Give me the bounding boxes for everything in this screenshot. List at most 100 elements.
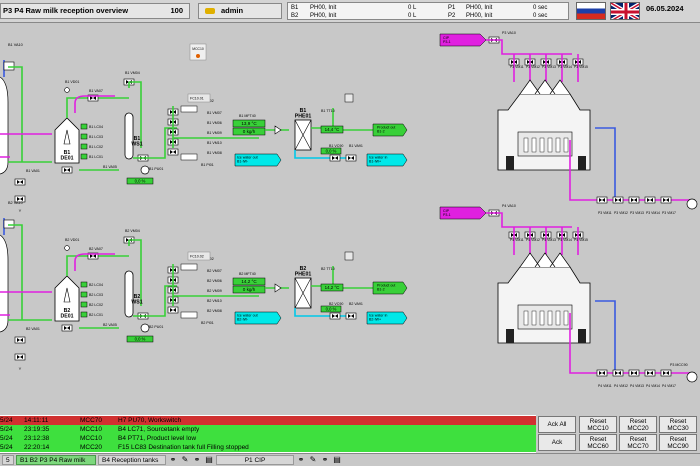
alarm-list[interactable]: 5/24 14:11:11 MCC70 H7 PU70, Workswitch … <box>0 415 536 453</box>
tab-cip[interactable]: P1 CIP <box>216 455 294 465</box>
valve-vc90-icon[interactable] <box>329 154 341 162</box>
truck-grille <box>563 137 569 153</box>
status-row-1: B1 PH00, Init 0 L P1 PH00, Init 0 sec <box>288 4 568 12</box>
status-table: B1 PH00, Init 0 L P1 PH00, Init 0 sec B2… <box>287 2 569 20</box>
level-indicator-icon <box>80 143 88 150</box>
value-temp2: 14,2 °C <box>325 285 340 290</box>
level-indicator-icon <box>80 311 88 318</box>
pump-icon <box>686 371 698 383</box>
tag-label: P4 VM11 <box>510 238 524 242</box>
link-icon[interactable]: ⚭ <box>169 455 177 464</box>
alarm-row[interactable]: 5/24 14:11:11 MCC70 H7 PU70, Workswitch <box>0 416 536 425</box>
link-icon[interactable]: ⚭ <box>297 455 305 464</box>
valve-va91-icon[interactable] <box>345 312 357 320</box>
valve-va01-icon[interactable] <box>14 336 26 344</box>
valve-outlet-icon[interactable] <box>612 369 624 377</box>
valve-va91-icon[interactable] <box>345 154 357 162</box>
alarm-row[interactable]: 5/24 23:19:35 MCC10 B4 LC71, Sourcetank … <box>0 425 536 434</box>
tag-label: B2 VA01 <box>26 327 40 331</box>
user-box[interactable]: admin <box>198 3 282 19</box>
pipe-green <box>8 66 23 162</box>
ice-water-in-flag <box>366 153 408 167</box>
pressure-gauge-icon <box>180 105 198 113</box>
pressure-gauge-icon <box>180 263 198 271</box>
status-pph: PH00, Init <box>466 5 493 11</box>
mcc-status-icon <box>196 54 200 58</box>
valve-outlet-icon[interactable] <box>628 369 640 377</box>
flag-uk-icon[interactable] <box>610 2 640 20</box>
ack-button[interactable]: Ack <box>538 434 576 451</box>
pipe-magenta <box>74 253 115 271</box>
status-vol: 0 L <box>408 13 417 19</box>
tag-label: P3 VM13 <box>630 211 644 215</box>
alarm-date: 5/24 <box>0 444 13 451</box>
pump-de01-icon[interactable] <box>61 166 73 174</box>
valve-outlet-icon[interactable] <box>596 196 608 204</box>
valve-outlet-icon[interactable] <box>660 196 672 204</box>
truck-grille <box>531 137 537 153</box>
alarm-row[interactable]: 5/24 23:12:38 MCC10 B4 PT71, Product lev… <box>0 434 536 443</box>
trend-icon[interactable]: ▤ <box>333 455 341 464</box>
reset-label: Reset <box>629 417 647 425</box>
direction-label: Y <box>19 208 22 213</box>
tab-reception-tanks[interactable]: B4 Reception tanks <box>98 455 166 465</box>
tag-label: P4 VM15 <box>574 238 588 242</box>
tab-label: P1 CIP <box>244 457 266 464</box>
direction-label: Y <box>19 366 22 371</box>
status-b: B2 <box>291 13 299 19</box>
screen-title: P3 P4 Raw milk reception overview <box>3 6 129 15</box>
tag-label: P4 VM12 <box>614 384 628 388</box>
status-sec: 0 sec <box>533 5 548 11</box>
mcc-label: P3 MCC90 <box>670 363 688 367</box>
tag-label: B1 LC01 <box>89 155 103 159</box>
valve-outlet-icon[interactable] <box>644 196 656 204</box>
valve-outlet-icon[interactable] <box>596 369 608 377</box>
valve-vc90-icon[interactable] <box>329 312 341 320</box>
tag-label: P3 VM11 <box>510 65 524 69</box>
tag-label: B1 LC02 <box>89 145 103 149</box>
valve-outlet-icon[interactable] <box>660 369 672 377</box>
pipe-green <box>128 239 142 306</box>
tag-label: B2 VA10 <box>8 201 23 205</box>
pipe-magenta <box>486 39 572 55</box>
trend-icon[interactable]: ▤ <box>205 455 213 464</box>
pump-de01-icon[interactable] <box>61 324 73 332</box>
link-icon[interactable]: ⚭ <box>193 455 201 464</box>
wrench-icon[interactable]: ✎ <box>309 455 317 464</box>
tab-raw-milk[interactable]: B1 B2 P3 P4 Raw milk <box>16 455 96 465</box>
phe-cross <box>294 277 312 309</box>
alarm-row[interactable]: 5/24 22:20:14 MCC20 F15 LC83 Destination… <box>0 443 536 452</box>
tag-label: P4 VM14 <box>558 238 572 242</box>
valve-outlet-icon[interactable] <box>628 196 640 204</box>
valve-sp02-icon[interactable] <box>14 353 26 361</box>
value-pct2: 0,0 % <box>326 307 337 312</box>
reset-mcc-label: MCC70 <box>627 442 649 450</box>
ack-all-button[interactable]: Ack All <box>538 416 576 433</box>
tag-label: B1 MFT40 <box>239 114 256 118</box>
tag-label: P4 VA10 <box>502 204 516 208</box>
tag-label: B2 VA07 <box>89 247 103 251</box>
tab-5[interactable]: 5 <box>2 455 14 465</box>
wrench-icon[interactable]: ✎ <box>181 455 189 464</box>
flag-ru-icon[interactable] <box>576 2 606 20</box>
valve-outlet-icon[interactable] <box>612 196 624 204</box>
truck-grille <box>531 310 537 326</box>
top-bar: P3 P4 Raw milk reception overview 100 ad… <box>0 0 700 23</box>
value-box <box>320 283 344 292</box>
valve-vm08-icon[interactable] <box>167 306 179 314</box>
valve-vm08-icon[interactable] <box>167 148 179 156</box>
valve-va01-icon[interactable] <box>14 178 26 186</box>
tag-label: B2 VA91 <box>349 302 363 306</box>
sample-icon <box>344 251 354 261</box>
valve-outlet-icon[interactable] <box>644 369 656 377</box>
link-icon[interactable]: ⚭ <box>321 455 329 464</box>
tag-label: B2 LC03 <box>89 293 103 297</box>
